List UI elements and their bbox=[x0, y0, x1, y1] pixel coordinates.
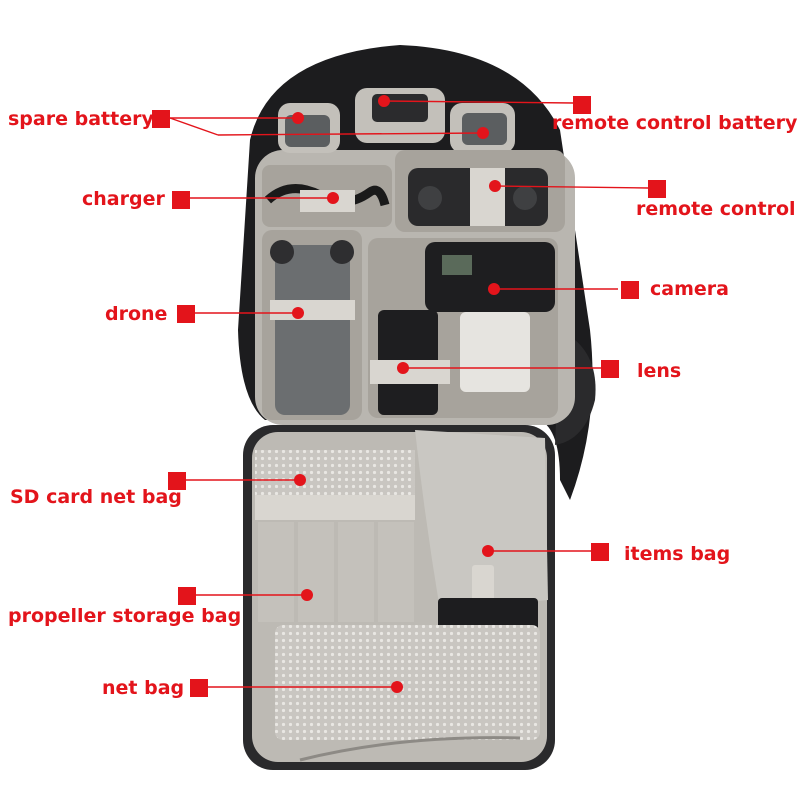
lens-marker bbox=[601, 360, 619, 378]
net-bag-marker bbox=[190, 679, 208, 697]
label-spare-battery: spare battery bbox=[8, 108, 154, 130]
leader-lines bbox=[169, 100, 649, 688]
label-propeller-storage-bag: propeller storage bag bbox=[8, 605, 242, 627]
drone-compartment bbox=[262, 230, 362, 420]
propeller-pockets bbox=[258, 522, 414, 622]
annotation-dots bbox=[292, 95, 501, 693]
charger-marker bbox=[172, 191, 190, 209]
sd-card-marker bbox=[168, 472, 186, 490]
label-charger: charger bbox=[82, 188, 165, 210]
label-camera: camera bbox=[650, 278, 729, 300]
label-remote-control-battery: remote control battery bbox=[552, 112, 798, 134]
items-bag-area bbox=[415, 430, 548, 610]
label-sd-card-net-bag: SD card net bag bbox=[10, 486, 182, 508]
net-bag-dot bbox=[391, 681, 403, 693]
items-bag-dot bbox=[482, 545, 494, 557]
remote-control-battery-dot bbox=[378, 95, 390, 107]
camera-dot bbox=[488, 283, 500, 295]
charger-compartment bbox=[262, 165, 392, 227]
label-net-bag: net bag bbox=[102, 677, 185, 699]
drone-dot bbox=[292, 307, 304, 319]
lens-dot bbox=[397, 362, 409, 374]
camera-compartment bbox=[368, 238, 558, 418]
front-flap bbox=[243, 425, 555, 770]
remote-control-marker bbox=[648, 180, 666, 198]
net-bag-area bbox=[275, 625, 540, 740]
charger-dot bbox=[327, 192, 339, 204]
sd-card-dot bbox=[294, 474, 306, 486]
spare-battery-marker bbox=[152, 110, 170, 128]
spare-battery-left bbox=[285, 115, 330, 147]
remote-control-dot bbox=[489, 180, 501, 192]
remote-control-compartment bbox=[395, 150, 565, 232]
items-bag-marker bbox=[591, 543, 609, 561]
label-drone: drone bbox=[105, 303, 168, 325]
label-lens: lens bbox=[637, 360, 682, 382]
label-remote-control: remote control bbox=[636, 198, 796, 220]
camera-marker bbox=[621, 281, 639, 299]
spare-battery-dot bbox=[477, 127, 489, 139]
propeller-marker bbox=[178, 587, 196, 605]
label-items-bag: items bag bbox=[624, 543, 731, 565]
spare-battery-dot bbox=[292, 112, 304, 124]
drone-marker bbox=[177, 305, 195, 323]
remote-control-battery-marker bbox=[573, 96, 591, 114]
sd-card-net-bag-area bbox=[255, 450, 415, 495]
propeller-dot bbox=[301, 589, 313, 601]
